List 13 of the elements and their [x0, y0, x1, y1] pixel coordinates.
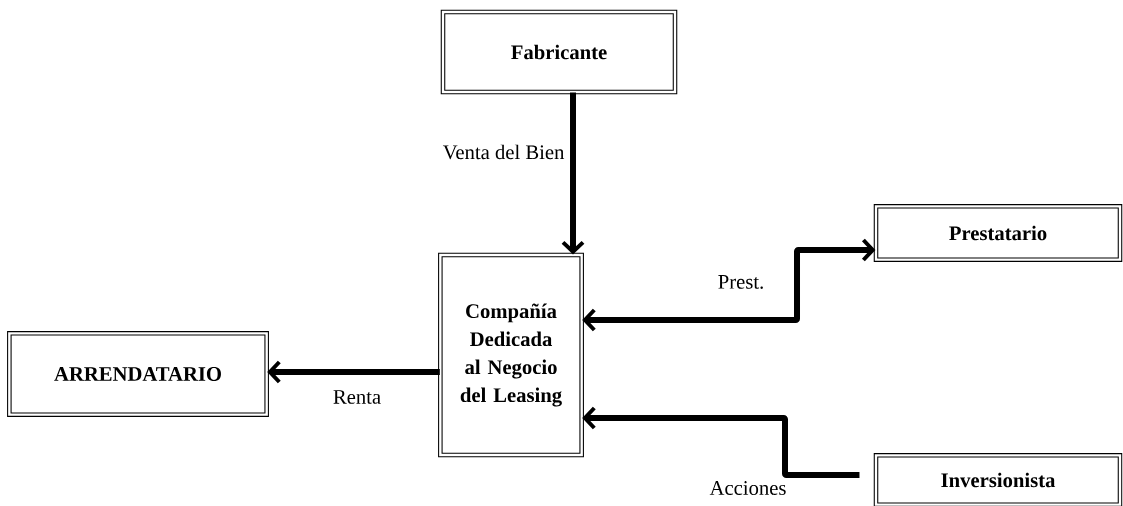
process-box: Prestatario — [873, 204, 1123, 262]
process-box: Compañía Dedicada al Negocio del Leasing — [438, 252, 584, 458]
edge-label: Renta — [331, 388, 383, 406]
edge-label: Acciones — [708, 479, 788, 497]
arrow — [267, 360, 440, 384]
process-box: Inversionista — [873, 453, 1123, 506]
edge-label: Prest. — [716, 273, 766, 291]
process-box: Fabricante — [440, 9, 678, 95]
process-box: ARRENDATARIO — [7, 331, 269, 417]
edge-label: Venta del Bien — [441, 143, 566, 161]
arrow — [561, 92, 585, 255]
arrow — [582, 406, 860, 478]
arrow — [582, 238, 876, 332]
